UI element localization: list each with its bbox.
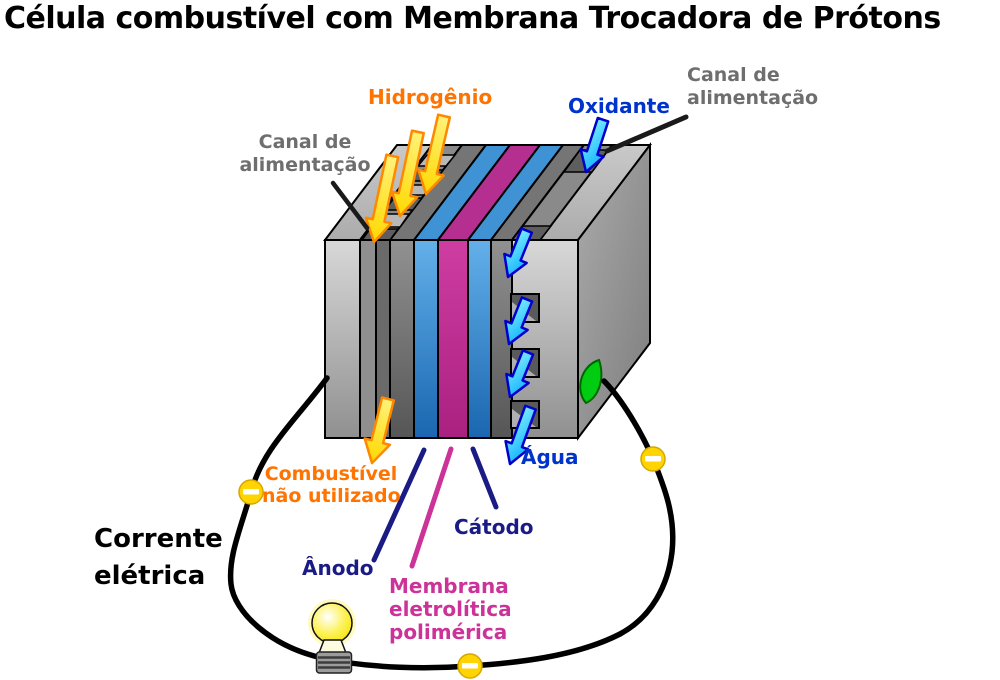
light-bulb-icon: [308, 599, 356, 674]
label-oxidant: Oxidante: [568, 94, 670, 118]
unused-fuel-arrow: [363, 396, 396, 465]
label-membrane: Membrana eletrolítica polimérica: [389, 574, 512, 644]
pointer-anode: [371, 447, 427, 563]
label-feed-channel-right: Canal de alimentação: [687, 64, 819, 109]
hydrogen-arrow: [364, 153, 400, 244]
label-anode: Ânodo: [302, 556, 374, 580]
pointer-membrane: [409, 446, 454, 569]
label-unused-fuel: Combustível não utilizado: [262, 463, 401, 507]
hydrogen-arrow: [417, 113, 452, 196]
electron-icon: [640, 446, 666, 472]
membrane-layer: [437, 239, 469, 439]
electron-icon: [457, 653, 483, 679]
oxidant-flow-arrow: [505, 349, 535, 399]
oxidant-flow-arrow: [503, 227, 534, 279]
label-hydrogen: Hidrogênio: [368, 85, 493, 109]
label-water: Água: [521, 445, 579, 469]
oxidant-water-arrows: [503, 116, 610, 466]
hydrogen-arrow: [390, 129, 425, 218]
stack-front-face: [324, 239, 579, 439]
pointer-cathode: [470, 446, 499, 510]
anode-layer: [413, 239, 439, 439]
label-cathode: Cátodo: [454, 515, 534, 539]
oxidant-arrow: [579, 116, 610, 174]
oxidant-flow-arrow: [504, 296, 534, 346]
leaf-icon: [579, 358, 603, 405]
label-feed-channel-left: Canal de alimentação: [239, 131, 371, 176]
page-title: Célula combustível com Membrana Trocador…: [4, 1, 941, 36]
hydrogen-arrows: [364, 113, 452, 244]
hydrogen-channel-front: [359, 239, 377, 439]
water-out-arrow: [504, 404, 537, 466]
label-electric-current: Corrente elétrica: [94, 524, 223, 591]
pointer-canal-left: [330, 180, 370, 231]
electrons: [238, 446, 666, 679]
anode-flow-plate: [389, 239, 415, 439]
pointer-canal-right: [604, 114, 689, 154]
end-plate-left: [324, 239, 361, 439]
electron-icon: [238, 479, 264, 505]
cathode-layer: [467, 239, 492, 439]
